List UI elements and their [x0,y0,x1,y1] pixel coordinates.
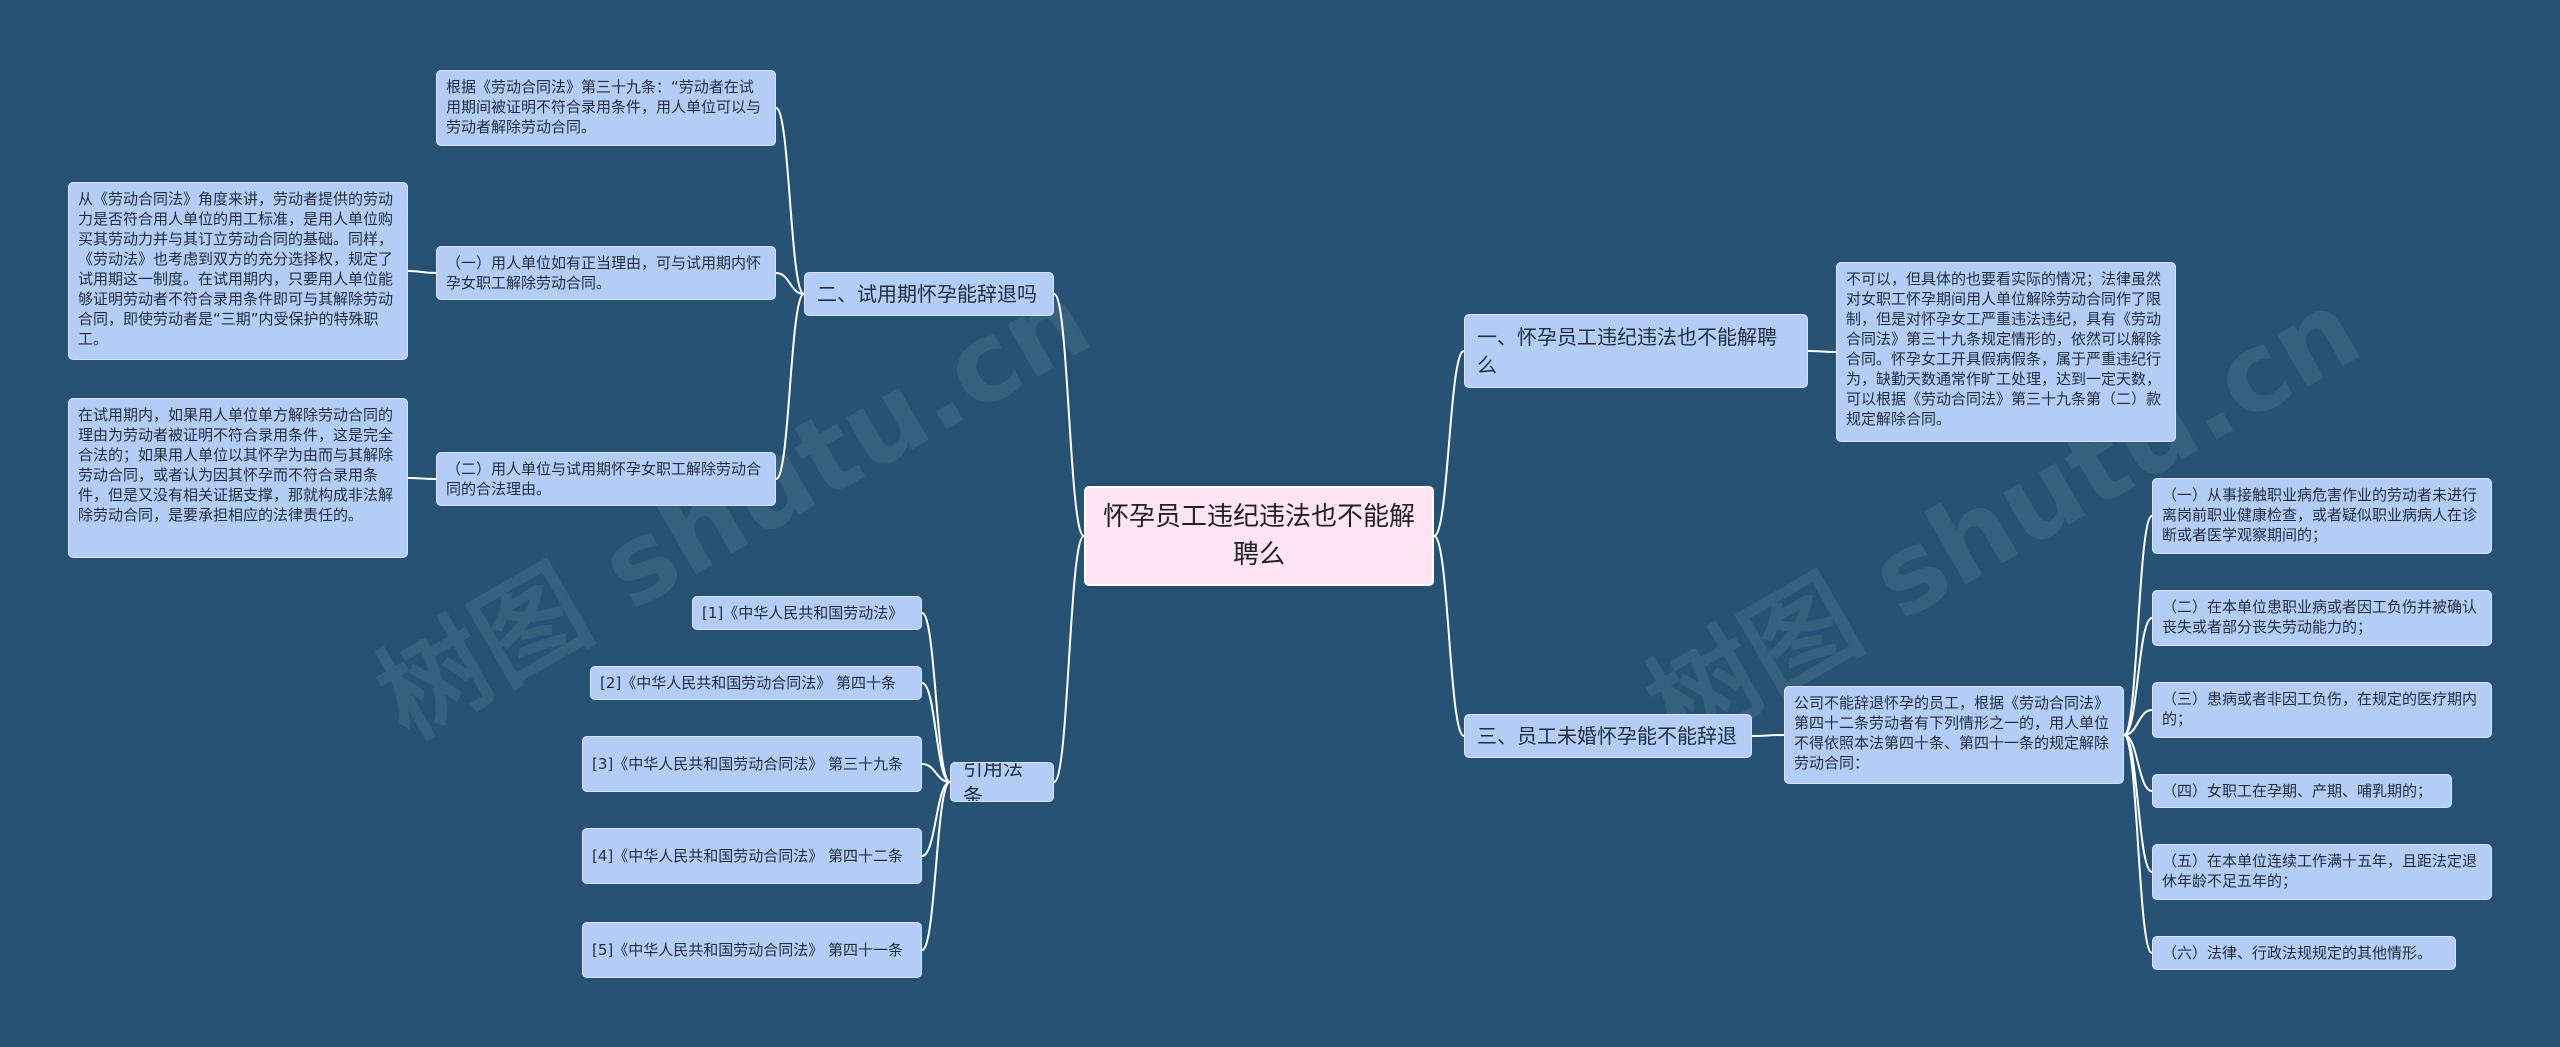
unmarried-pregnancy-rule[interactable]: 公司不能辞退怀孕的员工，根据《劳动合同法》第四十二条劳动者有下列情形之一的，用人… [1784,686,2124,784]
connector-line [775,107,805,295]
connector-line [407,270,437,274]
law-reference-item[interactable]: [1]《中华人民共和国劳动法》 [692,596,922,630]
protected-case-item[interactable]: （三）患病或者非因工负伤，在规定的医疗期内的； [2152,682,2492,738]
connector-line [1807,350,1837,353]
branch-cited-laws[interactable]: 引用法条 [950,762,1054,802]
connector-line [2123,734,2153,954]
branch-trial-period[interactable]: 二、试用期怀孕能辞退吗 [804,272,1054,316]
violation-dismissal-answer[interactable]: 不可以，但具体的也要看实际的情况；法律虽然对女职工怀孕期间用人单位解除劳动合同作… [1836,262,2176,442]
connector-line [2123,515,2153,736]
law-reference-item[interactable]: [4]《中华人民共和国劳动合同法》 第四十二条 [582,828,922,884]
branch-unmarried-pregnancy[interactable]: 三、员工未婚怀孕能不能辞退 [1464,714,1752,758]
trial-period-legal-grounds-detail[interactable]: 在试用期内，如果用人单位单方解除劳动合同的理由为劳动者被证明不符合录用条件，这是… [68,398,408,558]
connector-line [2123,734,2153,792]
protected-case-item[interactable]: （一）从事接触职业病危害作业的劳动者未进行离岗前职业健康检查，或者疑似职业病病人… [2152,478,2492,554]
root-node[interactable]: 怀孕员工违纪违法也不能解聘么 [1084,486,1434,586]
connector-line [1433,350,1465,537]
connector-line [2123,709,2153,736]
connector-line [775,293,805,480]
trial-period-article39[interactable]: 根据《劳动合同法》第三十九条：“劳动者在试用期间被证明不符合录用条件，用人单位可… [436,70,776,146]
connector-line [921,763,951,783]
connector-line [1433,535,1465,737]
trial-period-legit-reason[interactable]: （一）用人单位如有正当理由，可与试用期内怀孕女职工解除劳动合同。 [436,246,776,300]
connector-line [407,477,437,480]
branch-violation-dismissal[interactable]: 一、怀孕员工违纪违法也不能解聘么 [1464,314,1808,388]
connector-line [775,272,805,295]
protected-case-item[interactable]: （五）在本单位连续工作满十五年，且距法定退休年龄不足五年的； [2152,844,2492,900]
connector-line [1053,293,1085,537]
trial-period-legal-grounds[interactable]: （二）用人单位与试用期怀孕女职工解除劳动合同的合法理由。 [436,452,776,506]
connector-line [921,781,951,857]
law-reference-item[interactable]: [5]《中华人民共和国劳动合同法》 第四十一条 [582,922,922,978]
protected-case-item[interactable]: （四）女职工在孕期、产期、哺乳期的； [2152,774,2452,808]
law-reference-item[interactable]: [2]《中华人民共和国劳动合同法》 第四十条 [590,666,922,700]
connector-line [1751,734,1785,737]
connector-line [2123,617,2153,736]
law-reference-item[interactable]: [3]《中华人民共和国劳动合同法》 第三十九条 [582,736,922,792]
connector-line [921,612,951,783]
protected-case-item[interactable]: （六）法律、行政法规规定的其他情形。 [2152,936,2456,970]
connector-line [1053,535,1085,783]
protected-case-item[interactable]: （二）在本单位患职业病或者因工负伤并被确认丧失或者部分丧失劳动能力的； [2152,590,2492,646]
trial-period-legit-reason-detail[interactable]: 从《劳动合同法》角度来讲，劳动者提供的劳动力是否符合用人单位的用工标准，是用人单… [68,182,408,360]
connector-line [921,781,951,951]
connector-line [921,682,951,783]
